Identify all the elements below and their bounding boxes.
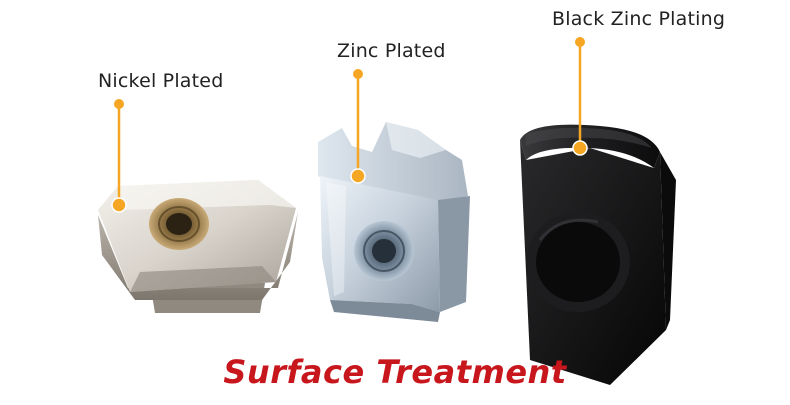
nickel-plated-nut — [98, 180, 298, 313]
callout-nickel — [111, 99, 127, 213]
callout-zinc — [350, 69, 366, 184]
black-zinc-nut — [520, 124, 676, 385]
zinc-plated-nut — [318, 122, 470, 322]
label-zinc-plated: Zinc Plated — [337, 40, 446, 62]
label-nickel-plated: Nickel Plated — [98, 70, 224, 92]
callout-black — [572, 37, 588, 156]
label-black-zinc-plating: Black Zinc Plating — [552, 8, 726, 30]
surface-treatment-title: Surface Treatment — [223, 353, 567, 391]
